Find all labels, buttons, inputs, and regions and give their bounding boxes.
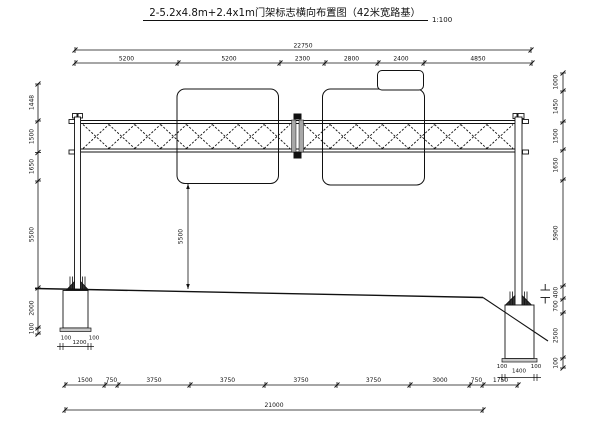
beam-center-splice bbox=[291, 113, 304, 159]
embankment-slope bbox=[482, 297, 549, 342]
truss-x-bracing bbox=[82, 124, 514, 149]
dim-label-top-total: 22750 bbox=[293, 43, 312, 50]
dim-label: 3000 bbox=[432, 377, 447, 384]
sign-panels bbox=[176, 70, 425, 186]
dim-label: 5200 bbox=[221, 56, 236, 63]
dim-chain-left: 1448 1500 1650 5500 2000 100 bbox=[29, 84, 39, 334]
dim-label: 3750 bbox=[220, 377, 235, 384]
left-base-plate bbox=[59, 327, 92, 332]
dim-label: 700 bbox=[553, 300, 560, 312]
dim-label: 2500 bbox=[553, 328, 560, 343]
dim-label: 1500 bbox=[29, 129, 36, 144]
right-post bbox=[512, 113, 529, 306]
right-anchor-bolts bbox=[504, 291, 533, 306]
dim-label: 100 bbox=[29, 323, 36, 335]
dim-row-top-total: 22750 bbox=[75, 43, 531, 51]
dim-label: 1650 bbox=[553, 157, 560, 172]
sign-panel-small bbox=[377, 70, 424, 91]
dim-chain-right: 1000 1450 1500 1650 5900 400 700 2500 10… bbox=[540, 73, 564, 369]
dim-left-footing: 100 1200 100 bbox=[57, 336, 100, 350]
dim-row-top-segments: 5200 5200 2300 2800 2400 4850 bbox=[75, 56, 532, 64]
right-foundation bbox=[501, 291, 538, 363]
dim-label: 3750 bbox=[146, 377, 161, 384]
dim-label: 1448 bbox=[29, 95, 36, 110]
dim-label: 5500 bbox=[29, 227, 36, 242]
left-post bbox=[68, 113, 83, 291]
dim-label: 100 bbox=[531, 364, 542, 370]
title-text: 2-5.2x4.8m+2.4x1m门架标志横向布置图（42米宽路基） bbox=[149, 6, 420, 19]
dim-label: 1750 bbox=[493, 377, 508, 384]
dim-label: 100 bbox=[61, 336, 72, 342]
dim-label-bottom-total: 21000 bbox=[264, 402, 283, 409]
dim-label: 2300 bbox=[295, 56, 310, 63]
dim-row-bottom-segments: 1500 750 3750 3750 3750 3750 3000 750 17… bbox=[65, 377, 518, 386]
dim-label: 100 bbox=[553, 357, 560, 369]
level-mark-lower bbox=[540, 297, 550, 304]
dim-label: 2800 bbox=[344, 56, 359, 63]
sign-panel-left bbox=[176, 88, 279, 184]
dim-label: 750 bbox=[471, 377, 483, 384]
left-post-bracket-top bbox=[68, 119, 75, 124]
dim-label: 2000 bbox=[29, 300, 36, 315]
dim-label: 1200 bbox=[73, 340, 87, 346]
scale-label: 1:100 bbox=[432, 16, 452, 24]
dim-label: 2400 bbox=[393, 56, 408, 63]
left-anchor-bolts bbox=[65, 276, 90, 291]
sign-panel-right bbox=[322, 88, 425, 186]
right-post-bracket-bottom bbox=[522, 149, 529, 155]
dim-label: 5900 bbox=[553, 225, 560, 240]
dim-label: 5200 bbox=[119, 56, 134, 63]
dim-label: 4850 bbox=[470, 56, 485, 63]
dim-label: 1000 bbox=[553, 74, 560, 89]
left-post-bracket-bottom bbox=[68, 149, 75, 155]
dim-row-bottom-total: 21000 bbox=[65, 402, 483, 411]
truss-beam bbox=[81, 120, 515, 153]
dim-label: 1450 bbox=[553, 99, 560, 114]
dimension-ticks bbox=[35, 47, 566, 413]
splice-bolt-top bbox=[293, 113, 302, 120]
drawing-title: 2-5.2x4.8m+2.4x1m门架标志横向布置图（42米宽路基） 1:100 bbox=[143, 6, 452, 24]
dim-mid-clearance: 5500 bbox=[178, 184, 190, 289]
right-base-plate bbox=[501, 358, 538, 363]
dim-label: 100 bbox=[89, 336, 100, 342]
dim-label: 3750 bbox=[366, 377, 381, 384]
dim-label: 5500 bbox=[178, 229, 185, 244]
dim-label: 400 bbox=[553, 287, 560, 299]
dim-label: 1400 bbox=[512, 369, 526, 375]
splice-bolt-bottom bbox=[293, 152, 302, 159]
ground-line bbox=[34, 287, 549, 342]
dim-label: 1500 bbox=[553, 128, 560, 143]
right-post-bracket-top bbox=[522, 119, 529, 124]
dim-label: 750 bbox=[106, 377, 118, 384]
dim-label: 100 bbox=[497, 364, 508, 370]
level-mark-upper bbox=[540, 284, 550, 291]
dim-label: 1650 bbox=[29, 159, 36, 174]
dim-label: 3750 bbox=[293, 377, 308, 384]
dim-right-footing: 100 1400 100 bbox=[497, 364, 542, 381]
left-foundation bbox=[59, 276, 92, 332]
dim-label: 1500 bbox=[77, 377, 92, 384]
